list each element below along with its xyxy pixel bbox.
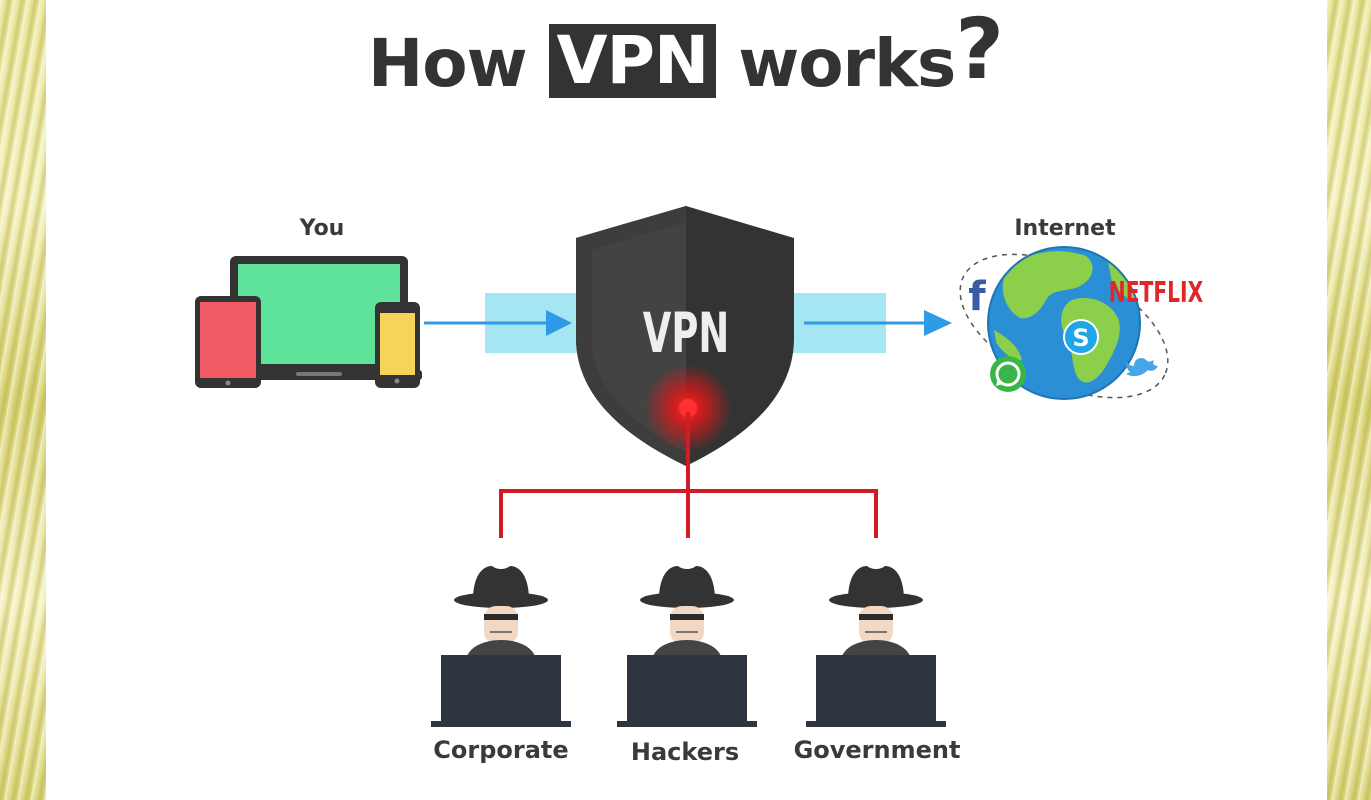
internet-label: Internet — [1014, 216, 1116, 241]
title-suffix: works — [738, 25, 956, 102]
page-title: How VPN works? — [0, 4, 1371, 109]
vpn-label: VPN — [643, 302, 729, 365]
user-devices-icon — [195, 256, 422, 388]
title-question-mark: ? — [955, 0, 1004, 98]
laptop-screen — [238, 264, 400, 364]
arrow-you-to-vpn — [424, 310, 572, 336]
netflix-logo: NETFLIX — [1109, 276, 1203, 309]
phone-screen — [380, 313, 415, 375]
twitter-icon — [1126, 358, 1158, 377]
spy-laptop — [627, 655, 747, 723]
corporate-label: Corporate — [433, 736, 569, 764]
spy-government-icon — [806, 566, 946, 727]
intercept-wires — [499, 412, 878, 538]
arrow-vpn-to-internet — [804, 310, 952, 336]
spy-laptop — [441, 655, 561, 723]
title-prefix: How — [368, 25, 528, 102]
right-decorative-band — [1327, 0, 1371, 800]
hackers-label: Hackers — [630, 738, 740, 766]
government-label: Government — [793, 736, 961, 764]
spy-hackers-icon — [617, 566, 757, 727]
whatsapp-icon — [990, 356, 1026, 392]
you-label: You — [299, 216, 345, 241]
spy-laptop — [816, 655, 936, 723]
skype-icon: S — [1063, 319, 1099, 355]
facebook-icon: f — [968, 274, 986, 320]
left-decorative-band — [0, 0, 46, 800]
vpn-shield-icon — [576, 206, 794, 466]
tablet-screen — [200, 302, 256, 378]
svg-text:S: S — [1072, 324, 1089, 352]
internet-globe-icon — [959, 246, 1169, 400]
title-highlight: VPN — [548, 24, 717, 98]
spy-corporate-icon — [431, 566, 571, 727]
